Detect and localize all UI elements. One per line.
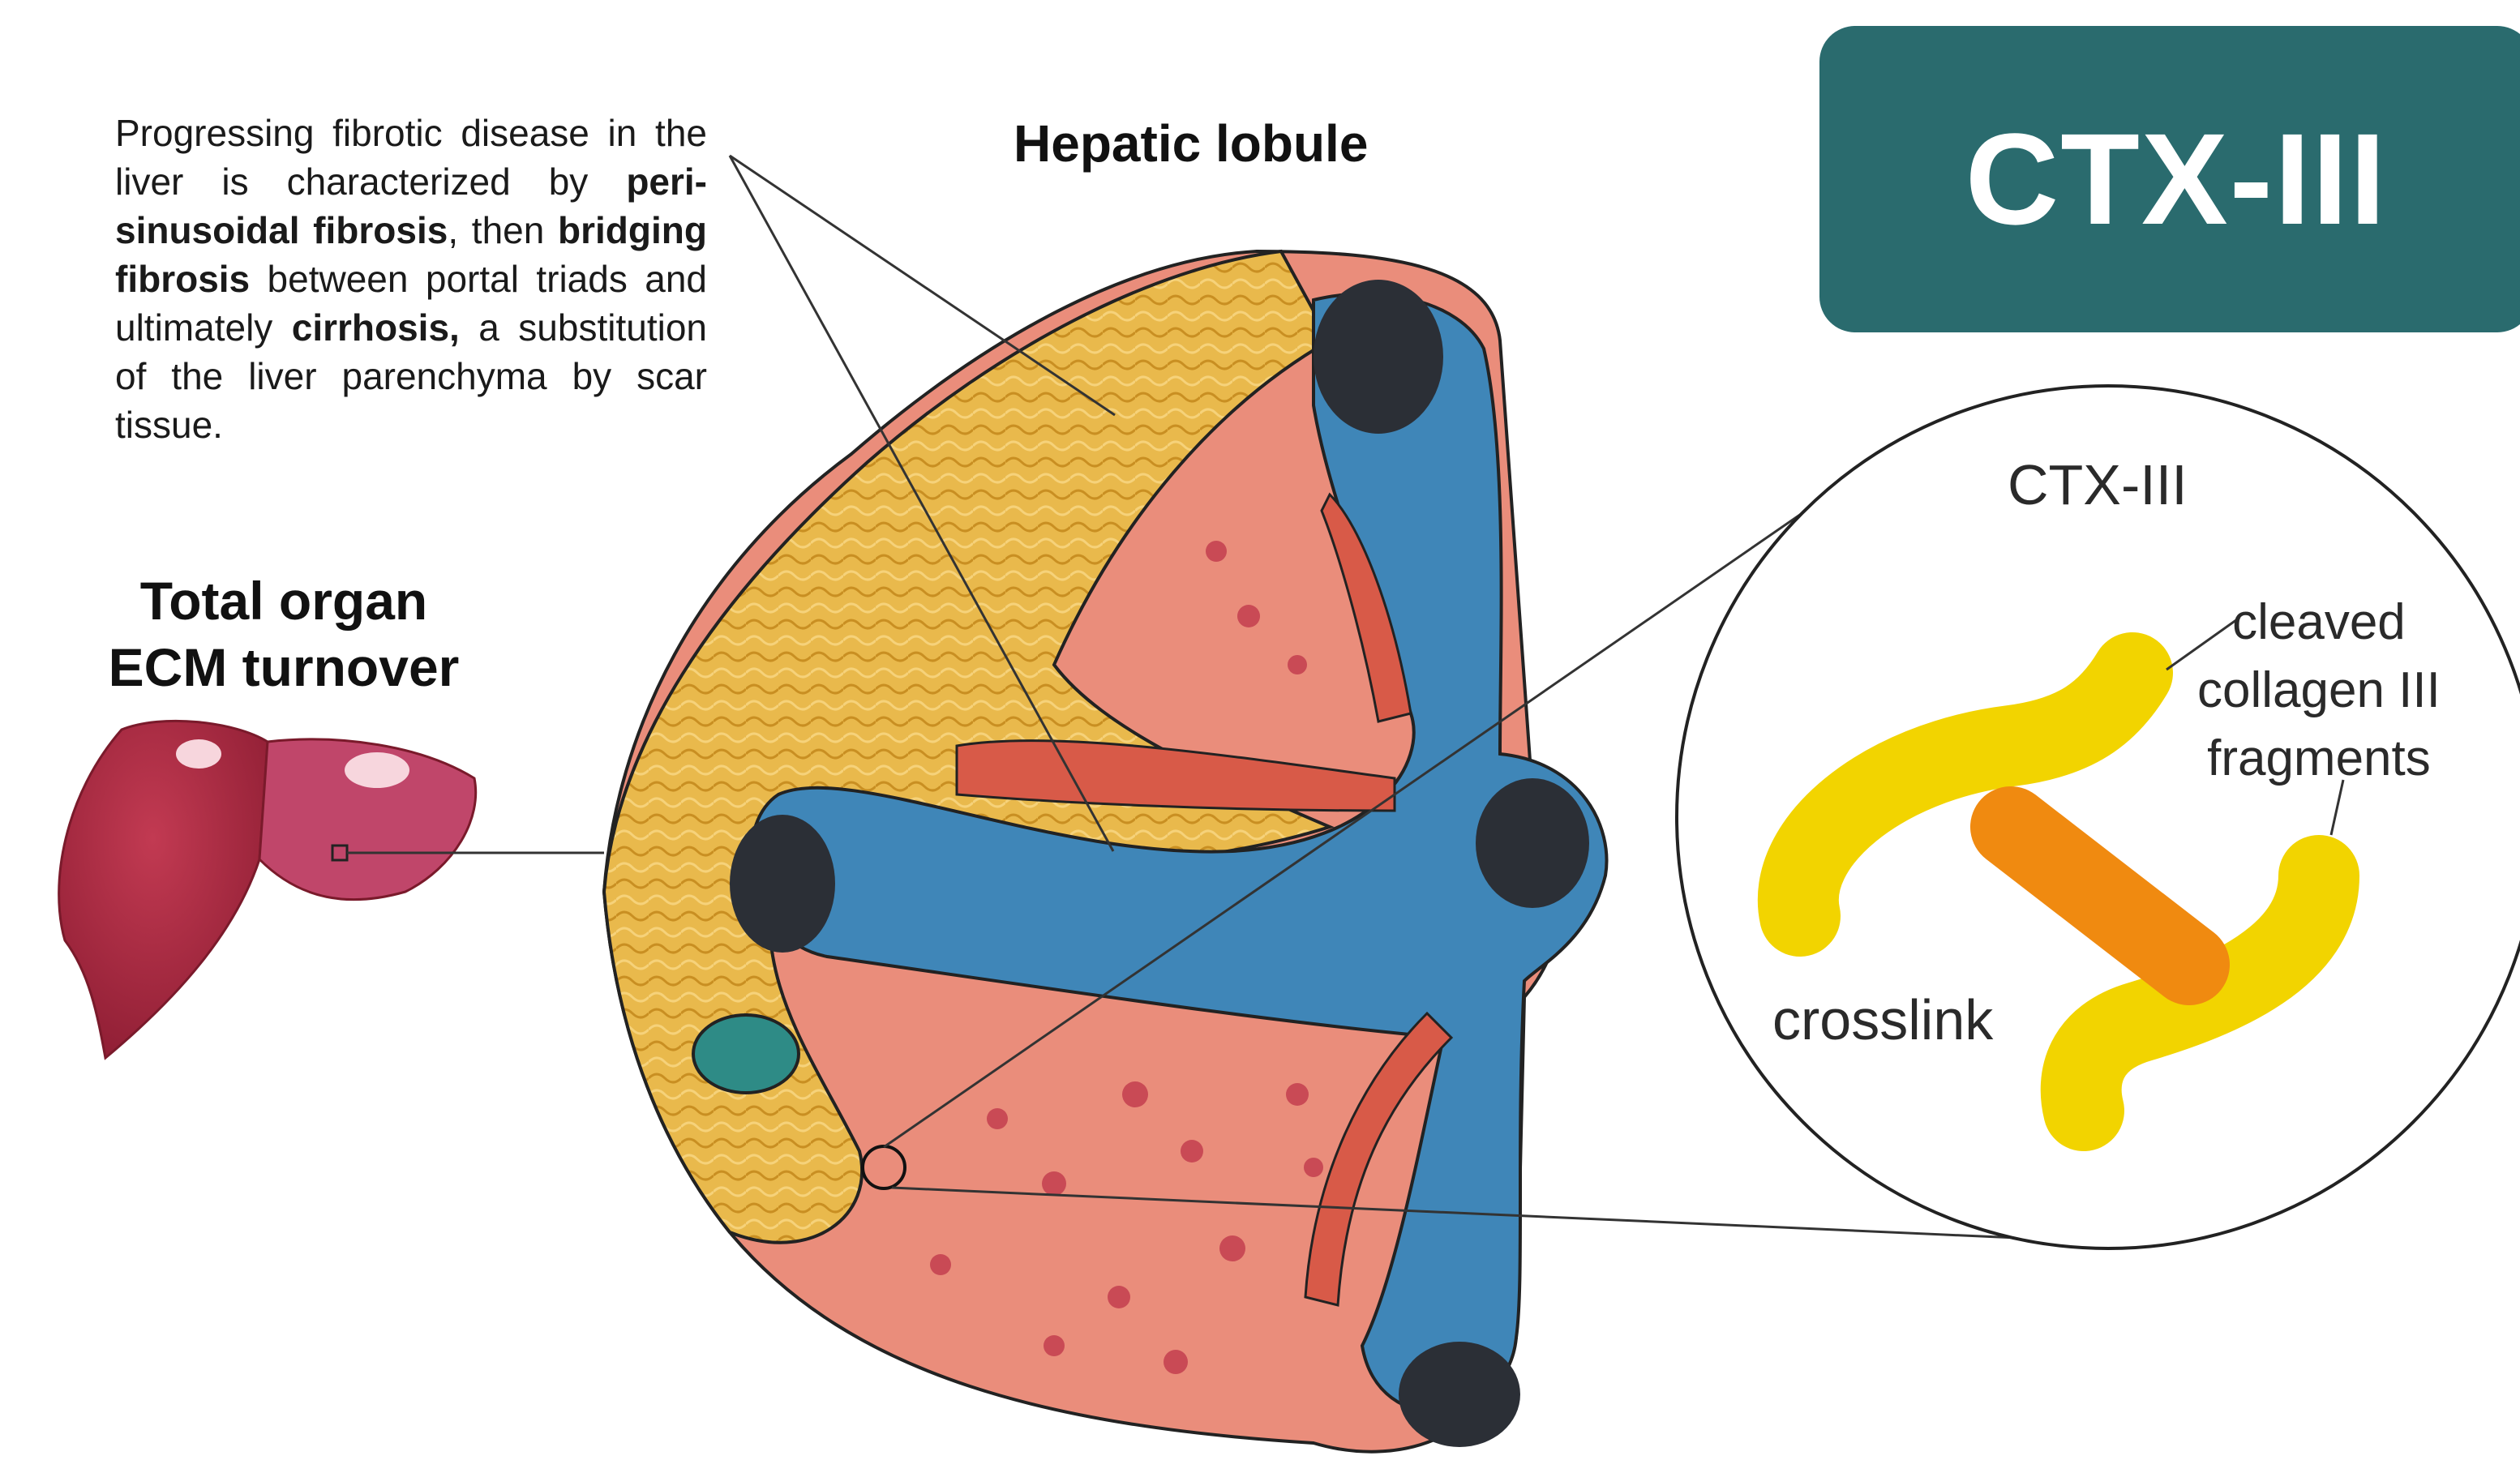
pointer-line — [730, 156, 1115, 415]
organ-title-line2: ECM turnover — [65, 634, 503, 700]
ctx-iii-badge: CTX-III — [1819, 26, 2520, 332]
lobule-title: Hepatic lobule — [1014, 113, 1368, 173]
organ-title: Total organ ECM turnover — [65, 567, 503, 700]
portal-vein — [1399, 1342, 1520, 1447]
portal-vein — [730, 815, 835, 953]
fragments-label-line2: collagen III — [2197, 657, 2441, 725]
portal-vein — [1314, 280, 1443, 434]
description-text: Progressing fibrotic disease in the live… — [115, 109, 707, 449]
liver-highlight — [345, 752, 409, 788]
liver-illustration — [59, 721, 604, 1058]
organ-title-line1: Total organ — [65, 567, 503, 634]
zoom-title: CTX-III — [2008, 452, 2188, 517]
fragments-label: cleaved collagen III fragments — [2197, 589, 2441, 793]
badge-label: CTX-III — [1965, 105, 2388, 254]
portal-vein — [1476, 778, 1589, 908]
crosslink-label: crosslink — [1772, 987, 1993, 1052]
fragments-label-line3: fragments — [2197, 725, 2441, 793]
fragments-label-line1: cleaved — [2197, 589, 2441, 657]
liver-highlight — [176, 739, 221, 769]
lobule-illustration — [604, 251, 1606, 1452]
bile-duct — [693, 1015, 799, 1093]
liver-right-lobe — [59, 721, 268, 1058]
